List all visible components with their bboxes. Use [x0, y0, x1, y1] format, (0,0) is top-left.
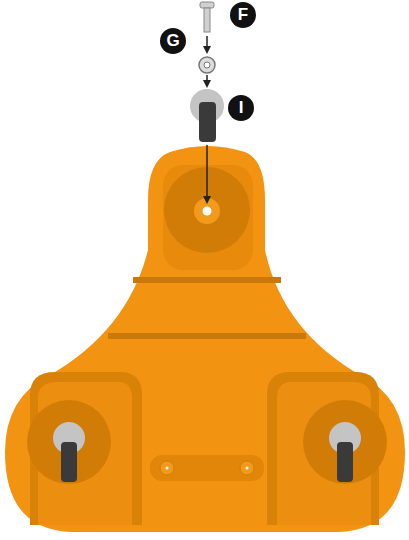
- right-foot-pad: [337, 442, 353, 482]
- bar-screw: [246, 467, 249, 470]
- band: [108, 333, 306, 339]
- left-socket: [27, 400, 111, 484]
- bar-screw: [240, 461, 254, 475]
- foot-pad: [199, 102, 216, 142]
- bar-screw: [160, 461, 174, 475]
- callout-letter: F: [230, 2, 256, 28]
- band: [133, 277, 281, 283]
- assembly-arrow: [206, 36, 208, 50]
- base-body: [5, 146, 405, 532]
- screw-head: [200, 2, 214, 8]
- washer-hole: [204, 62, 210, 68]
- callout-letter: I: [228, 95, 254, 121]
- top-panel: [163, 165, 253, 270]
- centre-bar: [150, 455, 264, 481]
- left-foot-pad: [61, 442, 77, 482]
- mount-hole-ring: [194, 198, 220, 224]
- callout-letter: G: [160, 28, 186, 54]
- screw-shank: [204, 8, 210, 32]
- washer: [199, 57, 215, 73]
- bar-screw: [166, 467, 169, 470]
- mount-hole: [203, 207, 212, 216]
- assembly-arrow: [206, 145, 208, 200]
- assembly-arrow: [206, 75, 208, 84]
- right-socket: [303, 400, 387, 484]
